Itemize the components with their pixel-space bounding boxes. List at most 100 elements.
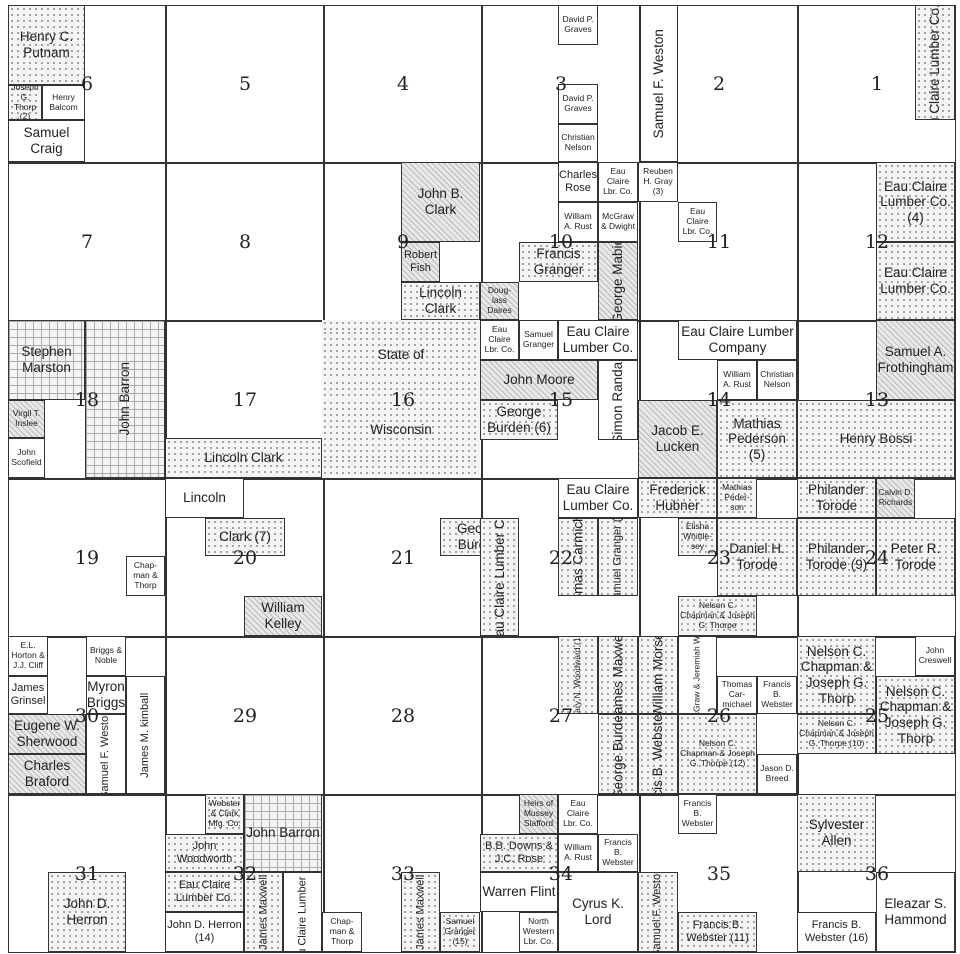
- parcel-owner[interactable]: Samuel Craig: [8, 120, 85, 162]
- parcel-owner[interactable]: George Mabie: [598, 242, 638, 320]
- parcel-owner[interactable]: Eau Claire Lbr. Co.: [480, 320, 519, 360]
- parcel-owner[interactable]: Chap-man & Thorp: [322, 912, 362, 952]
- parcel-owner[interactable]: Lincoln Clark: [165, 438, 322, 478]
- parcel-owner[interactable]: Eau Claire Lumber Co.: [165, 872, 244, 912]
- parcel-owner[interactable]: Christian Nelson: [757, 360, 797, 400]
- parcel-owner[interactable]: E.L. Horton & J.J. Cliff: [8, 636, 48, 676]
- parcel-owner[interactable]: Eau Claire Lbr. Co.: [558, 794, 598, 834]
- parcel-owner[interactable]: James Maxwell: [598, 636, 638, 714]
- parcel-owner[interactable]: James Maxwell: [244, 872, 283, 952]
- parcel-owner[interactable]: B.B. Downs & J.C. Rose: [480, 834, 558, 872]
- parcel-owner[interactable]: Robert Fish: [401, 242, 440, 282]
- parcel-owner[interactable]: Nelson C. Chapman & Joseph G. Thorpe (10…: [797, 714, 876, 754]
- parcel-owner[interactable]: John D. Herron: [48, 872, 126, 952]
- parcel-owner[interactable]: Samuel F. Weston: [86, 714, 126, 794]
- parcel-owner[interactable]: John D. Herron (14): [165, 912, 244, 952]
- parcel-owner[interactable]: Francis Granger: [519, 242, 598, 282]
- parcel-owner[interactable]: Daniel H. Torode: [717, 518, 797, 596]
- parcel-owner[interactable]: Simon Randall: [598, 360, 638, 440]
- parcel-owner[interactable]: Mary N. Woodward (13): [558, 636, 598, 714]
- parcel-owner[interactable]: Reuben H. Gray (3): [638, 162, 678, 202]
- parcel-owner[interactable]: Nelson C. Chapman & Joseph G. Thorpe: [678, 596, 757, 636]
- parcel-owner[interactable]: Peter R. Torode: [876, 518, 955, 596]
- parcel-owner[interactable]: Eau Claire Lumber Co. (1): [915, 5, 955, 120]
- parcel-owner[interactable]: William Kelley: [244, 596, 322, 636]
- parcel-owner[interactable]: Frederick Hubner: [638, 478, 717, 518]
- parcel-owner[interactable]: Eau Claire Lbr. Co.: [598, 162, 638, 202]
- parcel-owner[interactable]: Chap-man & Thorp: [126, 556, 165, 596]
- parcel-owner[interactable]: Nelson C. Chapman & Joseph G. Thorp: [797, 636, 876, 714]
- parcel-owner[interactable]: James M. kimball: [126, 676, 165, 794]
- parcel-owner[interactable]: Jacob E. Lucken: [638, 400, 717, 478]
- parcel-owner[interactable]: Mathias Pederson (5): [717, 400, 797, 478]
- parcel-owner[interactable]: Eau Claire Lumber Co.: [480, 518, 519, 636]
- parcel-owner[interactable]: Eleazar S. Hammond: [876, 872, 955, 952]
- parcel-owner[interactable]: Clark (7): [205, 518, 285, 556]
- parcel-owner[interactable]: Mathias Peder-son: [717, 478, 757, 518]
- parcel-owner[interactable]: Charles Rose: [558, 162, 598, 202]
- parcel-owner[interactable]: North Western Lbr. Co.: [519, 912, 558, 952]
- parcel-owner[interactable]: Elisha Whittle-sey: [678, 518, 717, 556]
- parcel-owner[interactable]: Samuel Granger (8): [598, 518, 638, 596]
- parcel-owner[interactable]: James Maxwell: [401, 872, 440, 952]
- parcel-owner[interactable]: William Morse: [638, 636, 678, 714]
- parcel-owner[interactable]: Joseph G. Thorp (2): [8, 85, 42, 120]
- parcel-owner[interactable]: Henry C. Putnam: [8, 5, 85, 85]
- parcel-owner[interactable]: John Barron: [85, 320, 165, 478]
- parcel-owner[interactable]: Virgil T. Inslee: [8, 400, 45, 438]
- parcel-owner[interactable]: Philander Torode: [797, 478, 876, 518]
- parcel-owner[interactable]: Webster & Clark Mfg. Co.: [205, 794, 244, 834]
- parcel-owner[interactable]: Thomas Carmichael: [558, 518, 598, 596]
- parcel-owner[interactable]: Charles Braford: [8, 754, 86, 794]
- parcel-owner[interactable]: Eau Claire Lbr. Co.: [678, 202, 717, 242]
- parcel-owner[interactable]: Eau Claire Lumber Co.: [876, 242, 955, 320]
- parcel-owner[interactable]: Samuel A. Frothingham: [876, 320, 955, 400]
- parcel-owner[interactable]: William A. Rust: [717, 360, 757, 400]
- parcel-owner[interactable]: Lincoln: [165, 478, 244, 518]
- parcel-owner[interactable]: John Barron: [244, 794, 322, 872]
- parcel-owner[interactable]: Francis B. Webster (11): [678, 912, 757, 952]
- parcel-owner[interactable]: Samuel F. Weston: [638, 872, 678, 952]
- parcel-owner[interactable]: Francis B. Webster: [678, 794, 717, 834]
- parcel-owner[interactable]: Samuel Granger (15): [440, 912, 480, 952]
- parcel-owner[interactable]: Calvin D. Richards: [876, 478, 915, 518]
- parcel-owner[interactable]: Eau Claire Lumber Co.: [558, 478, 638, 518]
- parcel-owner[interactable]: Eau Claire Lumber Co.: [283, 872, 322, 952]
- parcel-owner[interactable]: George Burden: [598, 714, 638, 794]
- parcel-owner[interactable]: John Scofield: [8, 438, 45, 478]
- parcel-owner[interactable]: John Moore: [480, 360, 598, 400]
- parcel-owner[interactable]: William A. Rust: [558, 834, 598, 872]
- parcel-owner[interactable]: Doug-lass Daires: [480, 282, 519, 320]
- parcel-owner[interactable]: Thomas Car-michael: [717, 676, 757, 714]
- parcel-owner[interactable]: John Creswell: [915, 636, 955, 676]
- parcel-owner[interactable]: Stephen Marston: [8, 320, 85, 400]
- parcel-owner[interactable]: Francis B. Webster: [598, 834, 638, 872]
- parcel-owner[interactable]: Philander Torode (9): [797, 518, 876, 596]
- parcel-owner[interactable]: Henry Balcom: [42, 85, 85, 120]
- parcel-owner[interactable]: John Woodworth: [165, 834, 244, 872]
- parcel-owner[interactable]: Warren Flint: [480, 872, 558, 912]
- parcel-owner[interactable]: Francis B. Webster (11): [638, 714, 678, 794]
- parcel-owner[interactable]: Eau Claire Lumber Co. (4): [876, 162, 955, 242]
- parcel-owner[interactable]: State of: [322, 330, 480, 380]
- parcel-owner[interactable]: Myron Briggs: [86, 676, 126, 714]
- parcel-owner[interactable]: Briggs & Noble: [86, 636, 126, 676]
- parcel-owner[interactable]: Sylvester Allen: [797, 794, 876, 872]
- parcel-owner[interactable]: Samuel Granger: [519, 320, 558, 360]
- parcel-owner[interactable]: Francis B. Webster (16): [797, 912, 876, 952]
- parcel-owner[interactable]: David P. Graves: [558, 84, 598, 124]
- parcel-owner[interactable]: William A. Rust: [558, 202, 598, 242]
- parcel-owner[interactable]: David P. Graves: [558, 5, 598, 45]
- parcel-owner[interactable]: Cyrus K. Lord: [558, 872, 638, 952]
- parcel-owner[interactable]: Francis B. Webster: [757, 676, 797, 714]
- parcel-owner[interactable]: Samuel F. Weston: [640, 5, 678, 162]
- parcel-owner[interactable]: Eau Claire Lumber Company: [678, 320, 797, 360]
- parcel-owner[interactable]: Eugene W. Sherwood: [8, 714, 86, 754]
- parcel-owner[interactable]: Heirs of Mussey Slafford: [519, 794, 558, 834]
- parcel-owner[interactable]: Christian Nelson: [558, 124, 598, 162]
- parcel-owner[interactable]: Wisconsin: [322, 400, 480, 460]
- parcel-owner[interactable]: George Burden (6): [480, 400, 558, 440]
- parcel-owner[interactable]: John McGraw & Jeremiah W. Dwight: [678, 636, 717, 714]
- parcel-owner[interactable]: Nelson C. Chapman & Joseph G. Thorp: [876, 676, 955, 754]
- parcel-owner[interactable]: John B. Clark: [401, 162, 480, 242]
